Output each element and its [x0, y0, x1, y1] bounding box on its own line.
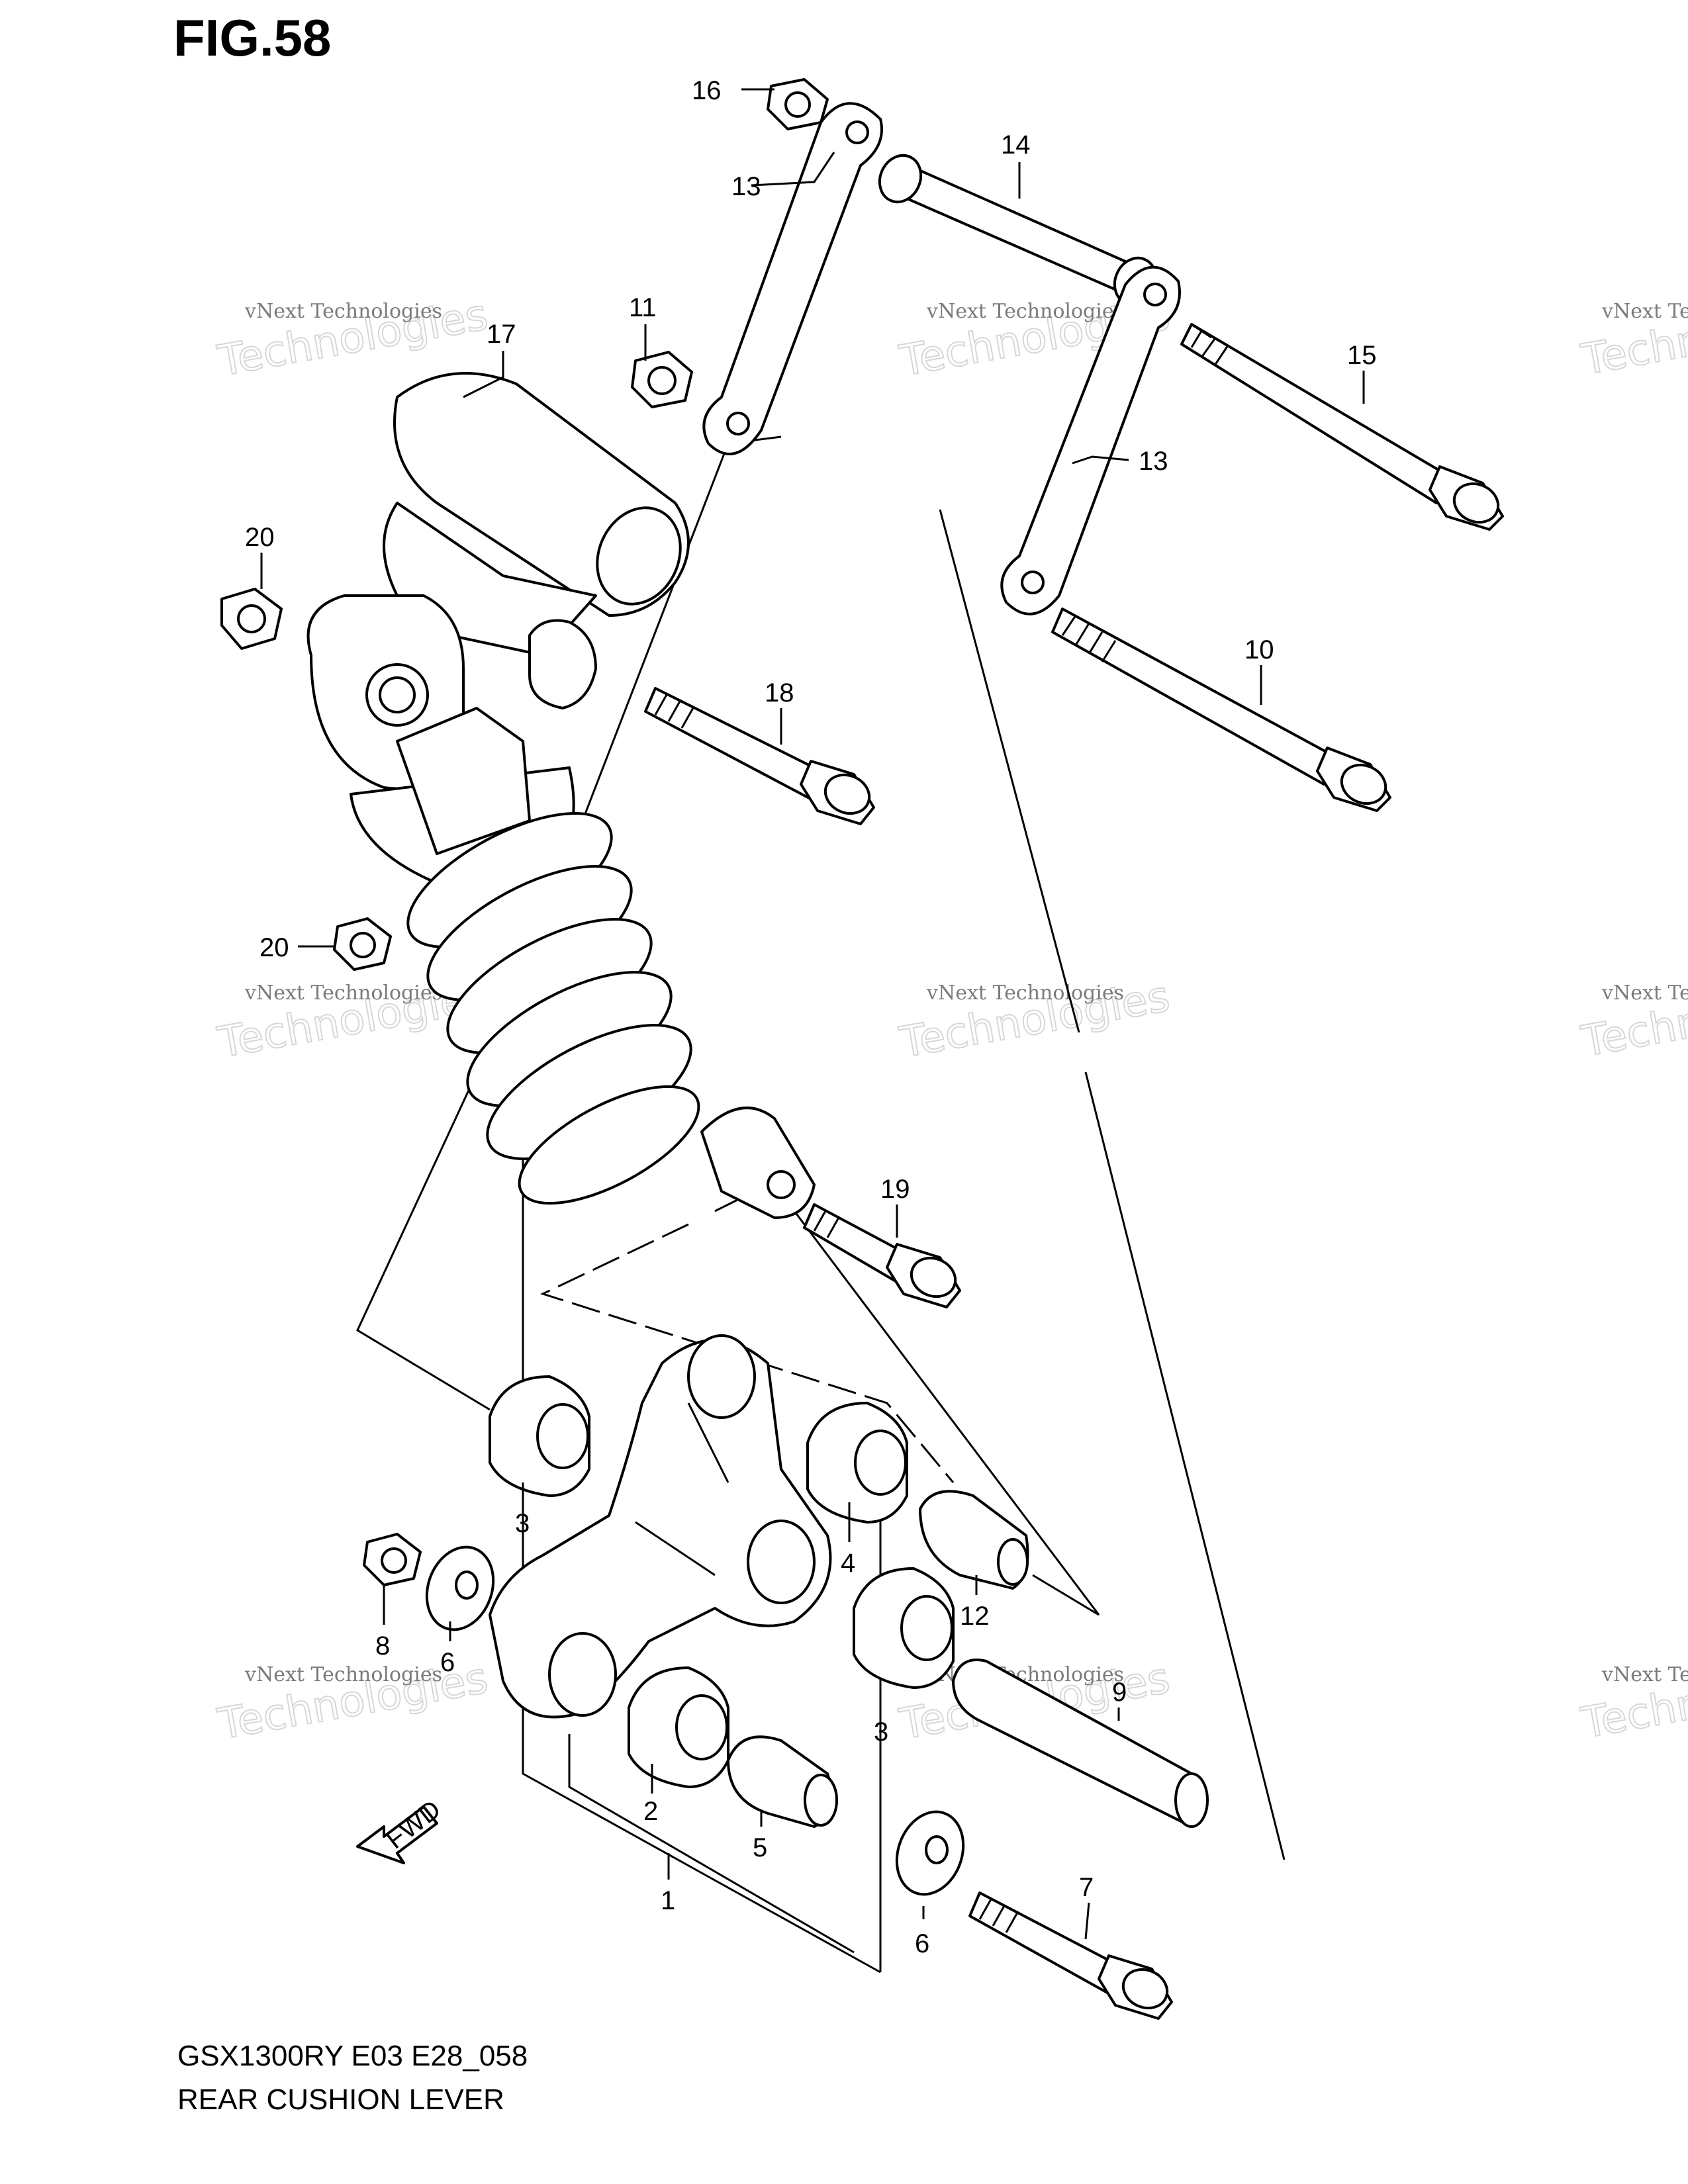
callout-3-upper: 3 [515, 1509, 530, 1538]
callout-9: 9 [1112, 1678, 1127, 1707]
callout-15: 15 [1347, 341, 1377, 370]
callout-10: 10 [1244, 635, 1274, 664]
part-20-nut-upper [220, 588, 283, 650]
callout-1: 1 [661, 1886, 675, 1915]
callout-12: 12 [960, 1602, 990, 1631]
part-6-washer-lower [895, 1810, 965, 1896]
part-6-washer-upper [425, 1545, 495, 1631]
watermark: Technologies vNext Technologies [1577, 289, 1688, 385]
callout-13-upper: 13 [731, 172, 761, 201]
callout-18: 18 [765, 678, 794, 707]
svg-text:vNext Technologies: vNext Technologies [1601, 300, 1688, 323]
part-3-bearing-lower [853, 1567, 955, 1689]
svg-text:vNext Technologies: vNext Technologies [244, 1663, 442, 1686]
coil-spring [406, 812, 700, 1205]
svg-text:vNext Technologies: vNext Technologies [244, 981, 442, 1005]
watermark: Technologies vNext Technologies [214, 290, 492, 387]
svg-text:vNext Technologies: vNext Technologies [1601, 981, 1688, 1005]
part-1-rear-cushion-lever [489, 1334, 832, 1719]
callout-4: 4 [841, 1549, 855, 1578]
part-8-nut [363, 1533, 422, 1586]
part-13-link-lower [1000, 265, 1181, 615]
callout-16: 16 [692, 76, 722, 105]
figure-title: FIG.58 [173, 9, 332, 67]
part-10-bolt [1051, 608, 1391, 812]
watermark: Technologies vNext Technologies [1577, 1652, 1688, 1749]
watermark: Technologies vNext Technologies [1577, 970, 1688, 1067]
part-4-bearing [806, 1402, 908, 1524]
callout-19: 19 [880, 1175, 910, 1204]
leader-lines [260, 88, 1365, 1940]
callout-3-lower: 3 [874, 1717, 888, 1747]
part-7-bolt [968, 1891, 1173, 2020]
part-9-shaft [952, 1659, 1209, 1828]
section-name: REAR CUSHION LEVER [177, 2083, 504, 2116]
part-15-bolt [1180, 323, 1504, 531]
part-18-bolt [644, 687, 875, 825]
model-code: GSX1300RY E03 E28_058 [177, 2040, 528, 2072]
callout-8: 8 [375, 1631, 390, 1661]
callout-20-lower: 20 [259, 933, 289, 962]
part-20-nut-lower [333, 917, 392, 971]
part-5-collar [727, 1735, 838, 1828]
callout-labels: 16 13 14 11 17 15 13 20 18 10 20 19 3 4 … [245, 76, 1377, 1958]
callout-11: 11 [629, 293, 657, 322]
part-19-bolt [803, 1203, 961, 1308]
part-17-rear-shock-absorber [306, 372, 816, 1219]
callout-6-lower: 6 [915, 1929, 929, 1958]
callout-17: 17 [487, 320, 516, 349]
part-11-nut [631, 351, 693, 408]
part-13-link-upper [702, 102, 883, 455]
svg-text:vNext Technologies: vNext Technologies [926, 300, 1124, 323]
part-2-bearing [628, 1666, 729, 1788]
part-14-sleeve [878, 154, 1158, 306]
callout-7: 7 [1079, 1873, 1094, 1902]
svg-text:vNext Technologies: vNext Technologies [1601, 1663, 1688, 1686]
part-16-nut [767, 78, 829, 130]
part-12-collar [919, 1490, 1029, 1590]
watermark: Technologies vNext Technologies [896, 972, 1174, 1068]
fwd-direction-arrow: FWD [356, 1795, 446, 1864]
svg-text:vNext Technologies: vNext Technologies [926, 981, 1124, 1005]
callout-6-upper: 6 [440, 1648, 455, 1677]
callout-14: 14 [1001, 130, 1031, 159]
callout-5: 5 [753, 1833, 767, 1862]
callout-2: 2 [643, 1797, 658, 1826]
callout-13-lower: 13 [1139, 447, 1168, 476]
part-3-bearing-upper [489, 1375, 590, 1497]
svg-text:vNext Technologies: vNext Technologies [244, 300, 442, 323]
callout-20-upper: 20 [245, 523, 275, 552]
